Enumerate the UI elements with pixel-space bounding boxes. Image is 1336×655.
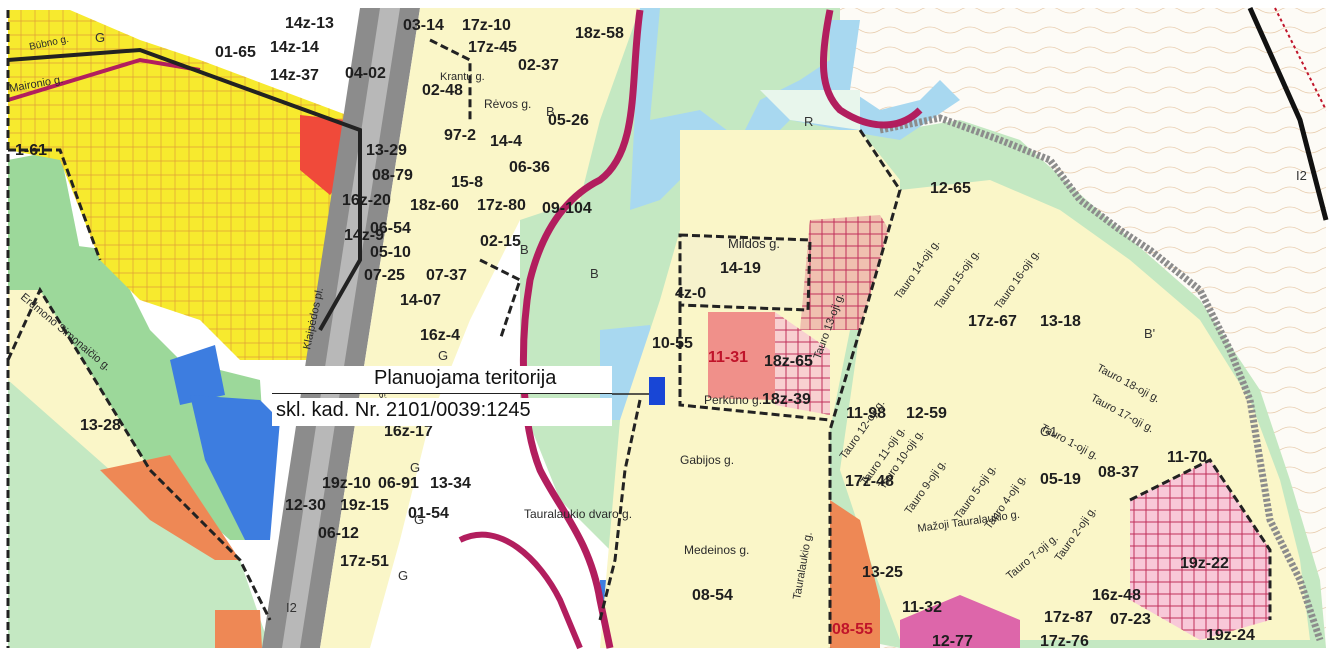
street-label: Tauralaukio dvaro g. <box>524 507 632 521</box>
parcel-label: 07-25 <box>364 267 405 284</box>
parcel-label: 13-29 <box>366 142 407 159</box>
parcel-label: 06-36 <box>509 159 550 176</box>
parcel-label: 08-37 <box>1098 464 1139 481</box>
parcel-label: 13-25 <box>862 564 903 581</box>
planned-territory-marker[interactable] <box>649 377 665 405</box>
zone-code: I2 <box>286 600 297 615</box>
parcel-label: 05-10 <box>370 244 411 261</box>
parcel-label: 1-61 <box>15 142 47 159</box>
parcel-label: 12-65 <box>930 180 971 197</box>
parcel-label: 18z-65 <box>764 353 813 370</box>
zone-code: G <box>414 512 424 527</box>
parcel-label: 10-55 <box>652 335 693 352</box>
parcel-label: 14z-37 <box>270 67 319 84</box>
parcel-label: 13-34 <box>430 475 471 492</box>
parcel-label: 02-48 <box>422 82 463 99</box>
parcel-label: 02-15 <box>480 233 521 250</box>
parcel-label: 09-104 <box>542 200 592 217</box>
zone-code: B <box>520 242 529 257</box>
parcel-label: 14-07 <box>400 292 441 309</box>
residential-zone-central <box>320 8 640 648</box>
parcel-label: 08-55 <box>832 621 873 638</box>
parcel-label: 4z-0 <box>675 285 706 302</box>
callout-subtitle: skl. kad. Nr. 2101/0039:1245 <box>272 398 612 426</box>
parcel-label: 17z-48 <box>845 473 894 490</box>
parcel-label: 12-59 <box>906 405 947 422</box>
parcel-label: 17z-45 <box>468 39 517 56</box>
parcel-label: 19z-15 <box>340 497 389 514</box>
street-label: Gabijos g. <box>680 453 734 467</box>
parcel-label: 06-12 <box>318 525 359 542</box>
parcel-label: 01-65 <box>215 44 256 61</box>
parcel-label: 17z-76 <box>1040 633 1089 650</box>
parcel-label: 02-37 <box>518 57 559 74</box>
parcel-label: 16z-4 <box>420 327 460 344</box>
parcel-label: 13-18 <box>1040 313 1081 330</box>
parcel-label: 07-23 <box>1110 611 1151 628</box>
parcel-labels: 14z-13 03-14 17z-10 18z-58 14z-14 17z-45 01-65… <box>15 15 1255 650</box>
parcel-label: 05-26 <box>548 112 589 129</box>
zone-code: G <box>398 568 408 583</box>
parcel-label: 14z-13 <box>285 15 334 32</box>
zone-code: R <box>804 114 813 129</box>
street-label: Rėvos g. <box>484 97 531 111</box>
street-label: Medeinos g. <box>684 543 749 557</box>
parcel-label: 12-30 <box>285 497 326 514</box>
parcel-label: 08-54 <box>692 587 733 604</box>
parcel-label: 17z-10 <box>462 17 511 34</box>
parcel-label: 16z-20 <box>342 192 391 209</box>
parcel-label: 14z-14 <box>270 39 319 56</box>
zone-code: B' <box>1144 326 1155 341</box>
zone-code: G <box>410 460 420 475</box>
parcel-label: 14-19 <box>720 260 761 277</box>
parcel-label: 05-19 <box>1040 471 1081 488</box>
parcel-label: 06-54 <box>370 220 411 237</box>
parcel-label: 14z-9 <box>344 227 384 244</box>
parcel-label: 15-8 <box>451 174 483 191</box>
callout-title: Planuojama teritorija <box>272 366 612 394</box>
parcel-label: 04-02 <box>345 65 386 82</box>
parcel-label: 17z-67 <box>968 313 1017 330</box>
zone-code: B <box>546 104 555 119</box>
parcel-label: 19z-24 <box>1206 627 1255 644</box>
zone-code: G <box>95 30 105 45</box>
parcel-label: 17z-80 <box>477 197 526 214</box>
parcel-label: 11-32 <box>902 599 942 616</box>
street-label: Krantų g. <box>440 71 485 83</box>
parcel-label: 16z-48 <box>1092 587 1141 604</box>
parcel-label: 97-2 <box>444 127 476 144</box>
parcel-label: 16z-17 <box>384 423 433 440</box>
street-label: Mildos g. <box>728 236 780 251</box>
zone-code: G <box>438 348 448 363</box>
parcel-label: 14-4 <box>490 133 522 150</box>
parcel-label: 12-77 <box>932 633 973 650</box>
parcel-label: 11-31 <box>708 349 748 366</box>
parcel-label: 11-98 <box>846 405 886 422</box>
parcel-label: 01-54 <box>408 505 449 522</box>
zone-code: B <box>590 266 599 281</box>
parcel-label: 11-70 <box>1167 449 1207 466</box>
parcel-label: 17z-51 <box>340 553 389 570</box>
street-label: Perkūno g. <box>704 393 762 407</box>
zone-code: I2 <box>1296 168 1307 183</box>
parcel-label: 08-79 <box>372 167 413 184</box>
parcel-label: 13-28 <box>80 417 121 434</box>
zone-code: G1 <box>1040 424 1057 439</box>
pond <box>170 345 225 405</box>
parcel-label: 18z-58 <box>575 25 624 42</box>
lake <box>190 395 280 540</box>
parcel-label: 07-37 <box>426 267 467 284</box>
parcel-label: 18z-39 <box>762 391 811 408</box>
parcel-label: 17z-87 <box>1044 609 1093 626</box>
parcel-label: 19z-10 <box>322 475 371 492</box>
parcel-12-77 <box>900 595 1020 648</box>
parcel-label: 18z-60 <box>410 197 459 214</box>
parcel-label: 19z-22 <box>1180 555 1229 572</box>
parcel-label: 03-14 <box>403 17 444 34</box>
parcel-11-31 <box>708 312 775 400</box>
parcel-label: 06-91 <box>378 475 419 492</box>
